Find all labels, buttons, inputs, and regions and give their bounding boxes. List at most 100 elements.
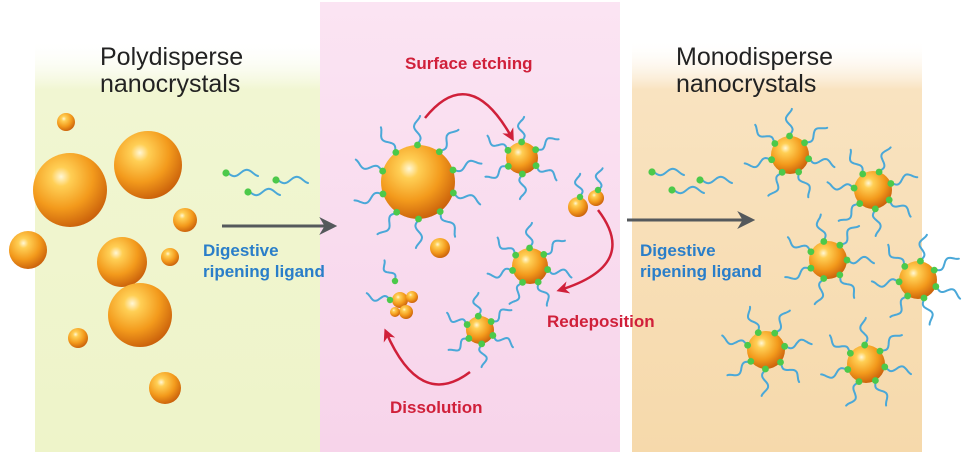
dissolving-nanocrystal-ligand-tail (478, 343, 488, 369)
monodisperse-nanocrystal-ligand-head (744, 341, 752, 349)
large-capped-nanocrystal-ligand-tail (379, 126, 397, 153)
monodisperse-nanocrystal-ligand-tail (726, 360, 751, 377)
monodisperse-nanocrystal-ligand-head (875, 168, 883, 176)
large-capped-nanocrystal-ligand-tail (354, 158, 383, 172)
large-capped-nanocrystal-ligand-head (436, 208, 444, 216)
monodisperse-nanocrystal-ligand-head (930, 266, 938, 274)
dissolving-nanocrystal-ligand-tail (492, 334, 514, 349)
cluster-nanocrystal (568, 197, 588, 217)
ligand-layer (227, 107, 962, 407)
large-capped-nanocrystal (381, 145, 455, 219)
monodisperse-nanocrystal-ligand-tail (884, 365, 912, 376)
monodisperse-nanocrystal (809, 241, 847, 279)
large-capped-nanocrystal-ligand-head (435, 148, 443, 156)
monodisperse-nanocrystal-ligand-head (872, 377, 879, 384)
monodisperse-nanocrystal-ligand-tail (774, 309, 791, 334)
monodisperse-nanocrystal-ligand-head (820, 275, 828, 282)
monodisperse-nanocrystal-ligand-head (844, 366, 852, 373)
monodisperse-nanocrystal-ligand-tail (760, 369, 770, 397)
monodisperse-nanocrystal-ligand-head (754, 329, 762, 337)
monodisperse-nanocrystal-ligand-head (777, 358, 784, 366)
monodisperse-nanocrystal-ligand-tail (849, 148, 864, 175)
redeposited-nanocrystal-ligand-tail (543, 239, 566, 256)
monodisperse-nanocrystal-ligand-tail (878, 146, 892, 173)
redeposited-nanocrystal-ligand-tail (496, 236, 516, 256)
monodisperse-nanocrystal-ligand-head (795, 168, 803, 176)
ligand-label-left-line1: Digestive (203, 241, 279, 260)
monodisperse-nanocrystal-ligand-head (901, 262, 909, 270)
monodisperse-nanocrystal-ligand-head (859, 170, 867, 178)
dissolved-nanocrystal (390, 307, 400, 317)
cluster-nanocrystal (588, 190, 604, 206)
etched-nanocrystal-ligand-tail (535, 165, 558, 182)
monodisperse-nanocrystal-ligand-head (856, 200, 864, 207)
redeposited-nanocrystal-ligand-head (512, 251, 520, 259)
monodisperse-nanocrystal-ligand-head (871, 205, 879, 213)
monodisperse-nanocrystal-ligand-head (885, 196, 893, 204)
surface-etching-arrow (424, 93, 514, 142)
large-capped-nanocrystal-ligand-tail (453, 159, 483, 173)
large-capped-nanocrystal-ligand-head (379, 190, 387, 198)
polydisperse-nanocrystal (33, 153, 107, 227)
monodisperse-nanocrystal-ligand-tail (847, 255, 875, 265)
dissolved-nanocrystal (406, 291, 418, 303)
monodisperse-nanocrystal-ligand-head (762, 365, 769, 373)
etched-nanocrystal-ligand-head (532, 146, 540, 154)
monodisperse-nanocrystal-ligand-tail (754, 123, 776, 144)
dissolving-nanocrystal-ligand-head (465, 335, 473, 342)
monodisperse-nanocrystal-ligand-head (917, 257, 924, 265)
monodisperse-nanocrystal-ligand-head (876, 347, 884, 355)
cluster-ligand-head (594, 186, 602, 194)
monodisperse-nanocrystal-ligand-head (805, 155, 813, 163)
monodisperse-nanocrystal-ligand-tail (879, 334, 903, 352)
monodisperse-nanocrystal-ligand-tail (784, 107, 794, 136)
monodisperse-nanocrystal-ligand-tail (815, 213, 827, 242)
dissolving-nanocrystal-ligand-head (474, 312, 482, 320)
free-nanocrystal (430, 238, 450, 258)
monodisperse-nanocrystal-ligand-tail (828, 334, 851, 354)
monodisperse-nanocrystal-ligand-head (920, 294, 928, 302)
redeposited-nanocrystal-ligand-head (509, 267, 516, 274)
monodisperse-nanocrystal-ligand-head (807, 264, 815, 272)
etched-nanocrystal-ligand-tail (486, 134, 509, 151)
free-ligand-left-head (272, 176, 280, 184)
large-capped-nanocrystal-ligand-tail (438, 128, 460, 152)
monodisperse-nanocrystal-ligand-head (778, 168, 786, 176)
monodisperse-nanocrystal-ligand-head (801, 139, 808, 147)
dissolved-ligand-head (386, 296, 394, 304)
monodisperse-nanocrystal-ligand-tail (845, 381, 860, 407)
polydisperse-nanocrystal (161, 248, 179, 266)
monodisperse-nanocrystal (854, 171, 892, 209)
polydisperse-nanocrystal (149, 372, 181, 404)
dissolving-nanocrystal-ligand-tail (491, 308, 513, 323)
monodisperse-nanocrystal-ligand-head (932, 283, 940, 290)
title-polydisperse-line1: Polydisperse (100, 43, 244, 71)
free-ligand-right-tail (673, 185, 705, 195)
monodisperse-nanocrystal-ligand-head (836, 271, 844, 279)
monodisperse-nanocrystal-ligand-head (881, 363, 889, 371)
redeposited-nanocrystal-ligand-tail (536, 281, 550, 307)
dissolving-nanocrystal-ligand-tail (446, 311, 468, 326)
monodisperse-nanocrystal-ligand-head (895, 278, 903, 286)
large-capped-nanocrystal-ligand-tail (412, 115, 422, 145)
large-capped-nanocrystal-ligand-tail (353, 191, 383, 205)
etched-nanocrystal-ligand-tail (535, 137, 560, 151)
title-polydisperse-line2: nanocrystals (100, 70, 241, 98)
polydisperse-nanocrystal (114, 131, 182, 199)
monodisperse-nanocrystal-ligand-tail (839, 274, 856, 299)
label-dissolution: Dissolution (390, 398, 483, 417)
monodisperse-nanocrystal-ligand-tail (874, 380, 889, 407)
monodisperse-nanocrystal-ligand-tail (859, 316, 869, 345)
dissolved-ligand-tail (382, 259, 397, 281)
monodisperse-nanocrystal (899, 261, 937, 299)
monodisperse-nanocrystal-ligand-tail (780, 361, 801, 383)
monodisperse-nanocrystal (771, 136, 809, 174)
free-ligand-left-tail (277, 175, 309, 185)
monodisperse-nanocrystal-ligand-head (747, 358, 755, 365)
dissolving-nanocrystal (466, 316, 494, 344)
monodisperse-nanocrystal-ligand-tail (747, 305, 760, 333)
redeposited-nanocrystal (512, 248, 548, 284)
free-ligand-right-tail (653, 167, 685, 177)
redeposition-arrow (556, 209, 614, 294)
